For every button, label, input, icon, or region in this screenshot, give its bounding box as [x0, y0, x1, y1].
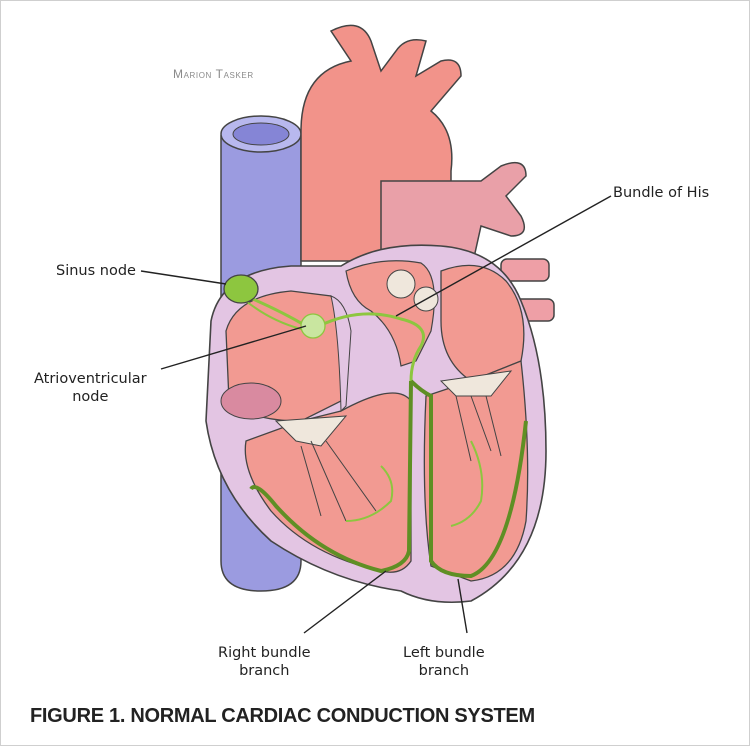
- left-bundle-branch-label: Left bundle branch: [403, 644, 485, 680]
- left-bundle-branch-leader: [457, 578, 468, 634]
- figure-caption: FIGURE 1. NORMAL CARDIAC CONDUCTION SYST…: [30, 705, 535, 727]
- right-bundle-branch-line1: Right bundle: [218, 645, 311, 661]
- right-atrium: [220, 290, 343, 422]
- av-node-label: Atrioventricular node: [34, 370, 147, 406]
- bundle-of-his-label: Bundle of His: [613, 184, 709, 202]
- sinus-node: [223, 274, 259, 304]
- pulmonary-artery: [380, 161, 527, 272]
- right-bundle-branch-leader: [303, 570, 387, 634]
- left-atrium: [440, 264, 525, 382]
- sinus-node-leader: [140, 270, 227, 285]
- av-node-text-line2: node: [72, 389, 109, 405]
- left-bundle-branch-line1: Left bundle: [403, 645, 485, 661]
- av-node-leader: [160, 325, 307, 370]
- av-node: [300, 313, 326, 339]
- sinus-node-label: Sinus node: [56, 262, 136, 280]
- sinus-node-text: Sinus node: [56, 263, 136, 279]
- heart-valves: [274, 269, 513, 522]
- leader-lines: [140, 195, 612, 634]
- right-bundle-branch-line2: branch: [239, 663, 290, 679]
- artist-credit: Marion Tasker: [173, 67, 254, 81]
- bundle-of-his-leader: [395, 195, 612, 317]
- conduction-system: [245, 294, 528, 579]
- bundle-of-his-text: Bundle of His: [613, 185, 710, 201]
- left-bundle-branch-line2: branch: [418, 663, 470, 679]
- av-node-text-line1: Atrioventricular: [34, 371, 147, 387]
- right-bundle-branch-label: Right bundle branch: [218, 644, 311, 680]
